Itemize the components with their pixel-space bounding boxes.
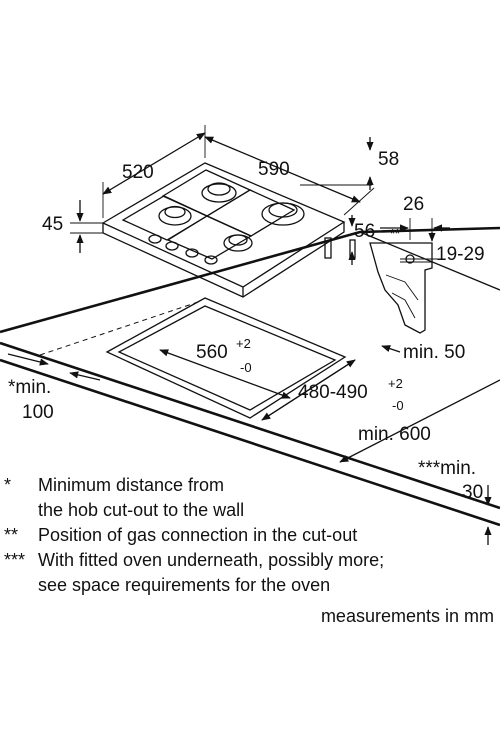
gas-marker: ** bbox=[390, 226, 400, 241]
dim-top-clearance: 58 bbox=[378, 149, 399, 170]
dimension-lines bbox=[7, 125, 500, 545]
dim-side-depth: 56 bbox=[354, 221, 375, 242]
burner-front-left bbox=[158, 205, 192, 226]
note-1-line-1: Minimum distance from bbox=[38, 475, 224, 495]
dim-cutout-width: 560 +2 -0 bbox=[196, 335, 255, 375]
footnotes: * Minimum distance from the hob cut-out … bbox=[4, 475, 494, 626]
dim-hob-width: 590 bbox=[258, 159, 290, 180]
dim-hob-height: 45 bbox=[42, 214, 63, 235]
dim-gas-height: 19-29 bbox=[436, 244, 485, 265]
note-3-line-2: see space requirements for the oven bbox=[38, 575, 330, 595]
burner-back-right bbox=[261, 202, 305, 226]
dim-min-worktop: min. 600 bbox=[358, 424, 431, 445]
dim-min-thickness-2: 30 bbox=[462, 482, 483, 503]
burner-back-left bbox=[201, 182, 237, 203]
dim-hob-depth: 520 bbox=[122, 162, 154, 183]
control-knobs bbox=[148, 234, 218, 265]
burner-front-right bbox=[223, 234, 253, 252]
dim-gas-offset: 26 bbox=[403, 194, 424, 215]
note-2-marker: ** bbox=[4, 525, 18, 545]
dim-cutout-depth: 480-490 +2 -0 bbox=[298, 375, 407, 413]
gas-connection-detail bbox=[369, 218, 450, 334]
note-3-line-1: With fitted oven underneath, possibly mo… bbox=[38, 550, 384, 570]
hob-drawing bbox=[101, 162, 356, 298]
note-3-marker: *** bbox=[4, 550, 25, 570]
dimension-labels: 520 590 58 45 56 26 ** 19-29 560 +2 -0 4… bbox=[8, 149, 485, 503]
dim-min-front: min. 50 bbox=[403, 342, 465, 363]
note-2-line-1: Position of gas connection in the cut-ou… bbox=[38, 525, 357, 545]
note-1-line-2: the hob cut-out to the wall bbox=[38, 500, 244, 520]
dim-min-wall-1: *min. bbox=[8, 377, 51, 398]
worktop-drawing bbox=[0, 226, 500, 527]
dim-min-wall-2: 100 bbox=[22, 402, 54, 423]
dim-min-thickness-1: ***min. bbox=[418, 458, 476, 479]
units-note: measurements in mm bbox=[321, 606, 494, 626]
note-1-marker: * bbox=[4, 475, 11, 495]
